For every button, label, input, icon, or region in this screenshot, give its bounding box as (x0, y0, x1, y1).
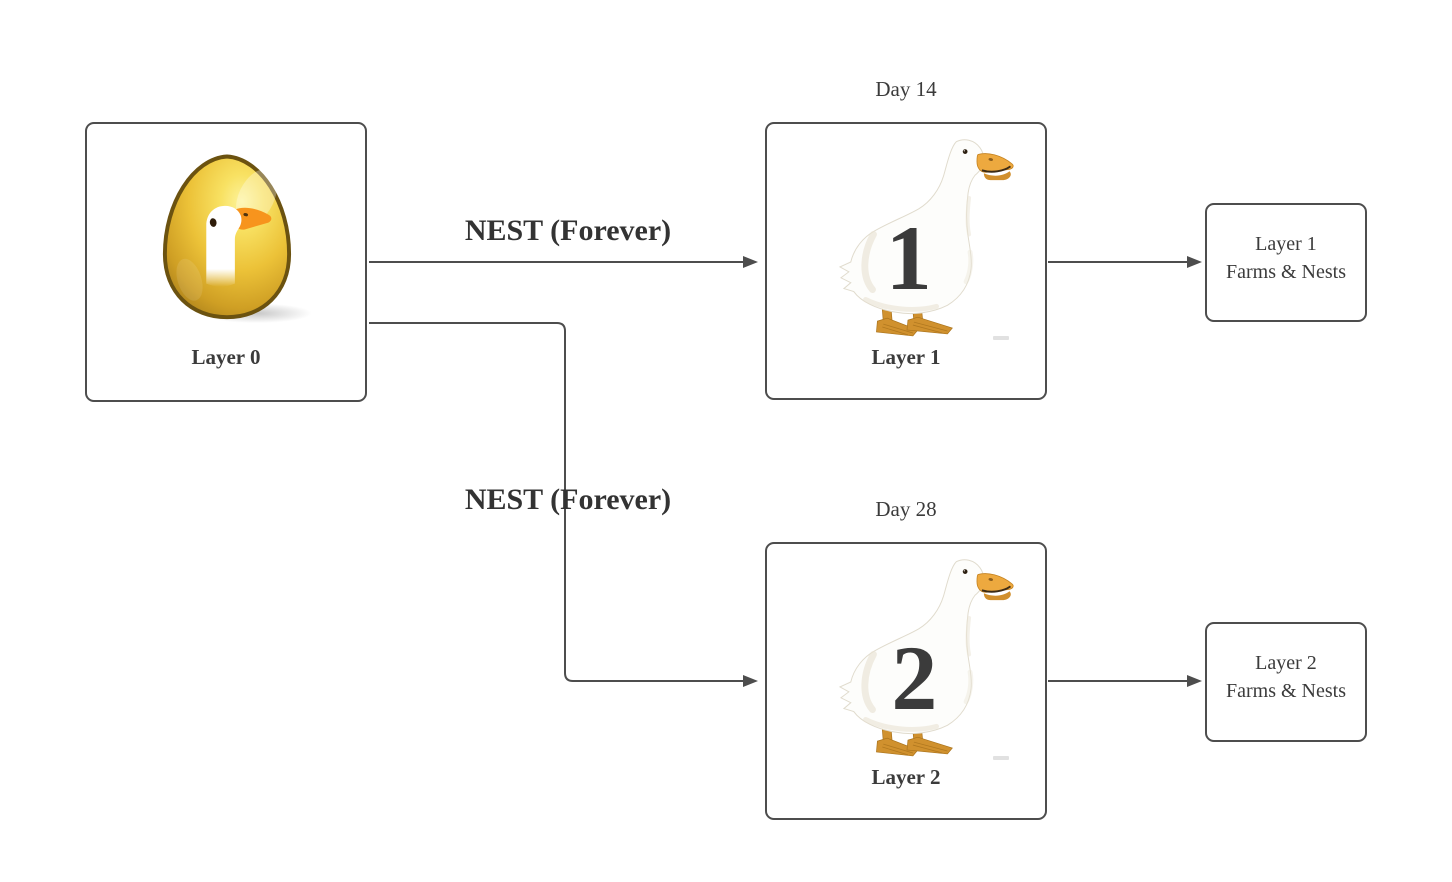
farms2-line2: Farms & Nests (1226, 680, 1346, 702)
arrowhead-icon (1187, 675, 1202, 687)
farms1-line2: Farms & Nests (1226, 260, 1346, 283)
edge-layer0-layer2 (369, 322, 743, 682)
photo-watermark (993, 756, 1009, 760)
photo-watermark (993, 336, 1009, 340)
node-farms2: Layer 2 Farms & Nests (1205, 622, 1367, 742)
edge-label-nest-bottom: NEST (Forever) (464, 483, 672, 516)
node-farms1: Layer 1 Farms & Nests (1205, 203, 1367, 322)
arrowhead-icon (1187, 256, 1202, 268)
arrowhead-icon (743, 256, 758, 268)
farms2-line1: Layer 2 (1255, 652, 1317, 674)
node-layer0: Layer 0 (85, 122, 367, 402)
farms1-line1: Layer 1 (1255, 232, 1317, 255)
day-label-layer1: Day 14 (875, 77, 937, 101)
node-layer2: 2 Layer 2 (765, 542, 1047, 820)
node-label-layer2: Layer 2 (871, 765, 941, 789)
day-label-layer2: Day 28 (875, 497, 937, 521)
node-label-layer1: Layer 1 (871, 345, 941, 369)
edge-label-nest-top: NEST (Forever) (464, 214, 672, 247)
node-label-layer0: Layer 0 (191, 345, 261, 369)
node-layer1: 1 Layer 1 (765, 122, 1047, 400)
duck-number-badge: 2 (891, 627, 938, 729)
golden-egg-goose-icon (162, 154, 312, 324)
duck-number-badge: 1 (885, 207, 932, 309)
arrowhead-icon (743, 675, 758, 687)
